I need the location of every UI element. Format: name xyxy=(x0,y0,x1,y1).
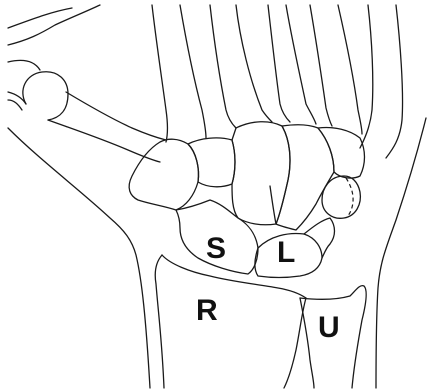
radius-label: R xyxy=(196,294,218,327)
carpal-bones xyxy=(129,122,364,278)
pisiform-overlap xyxy=(346,178,353,216)
trapezoid xyxy=(188,138,235,187)
ulna-label: U xyxy=(318,311,340,344)
thumb xyxy=(8,5,166,162)
lunate-label: L xyxy=(277,236,295,269)
scaphoid-label: S xyxy=(206,232,226,265)
metacarpals xyxy=(152,5,403,158)
trapezium xyxy=(129,139,198,210)
radius xyxy=(155,255,306,388)
hamate xyxy=(276,125,334,230)
triquetrum xyxy=(318,127,365,178)
